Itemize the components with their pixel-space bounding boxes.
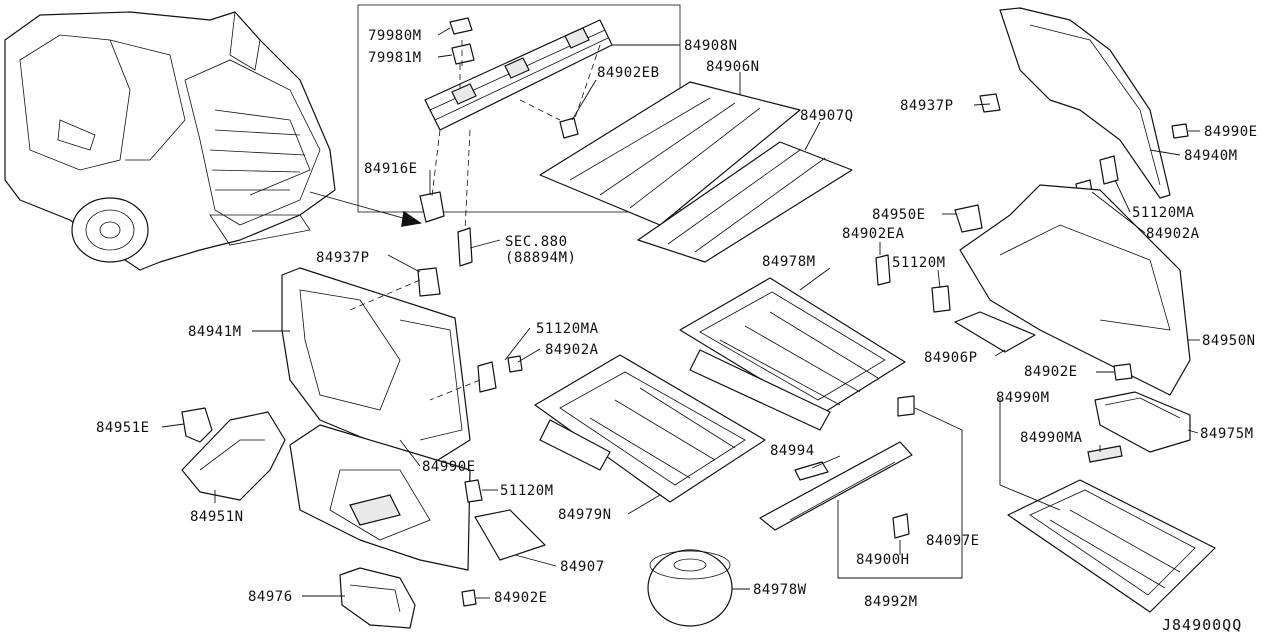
tray-84990m: [1007, 445, 1216, 613]
box-84975m: [1094, 363, 1191, 453]
label-84979n: 84979N: [558, 507, 612, 523]
label-84950e: 84950E: [872, 207, 926, 223]
label-84902e-bottom: 84902E: [494, 590, 548, 606]
label-84937p-left: 84937P: [316, 250, 370, 266]
label-84976: 84976: [248, 589, 293, 605]
floor-boards: [539, 81, 853, 263]
label-84941m: 84941M: [188, 324, 242, 340]
label-84940m: 84940M: [1184, 148, 1238, 164]
label-51120m-mid: 51120M: [500, 483, 554, 499]
label-51120m-right: 51120M: [892, 255, 946, 271]
label-84902a-right: 84902A: [1146, 226, 1200, 242]
label-84990ma: 84990MA: [1020, 430, 1083, 446]
label-84990e-right: 84990E: [1204, 124, 1258, 140]
label-51120ma-right: 51120MA: [1132, 205, 1195, 221]
label-79980m: 79980M: [368, 28, 422, 44]
label-84900h: 84900H: [856, 552, 910, 568]
panel-84906p: [954, 311, 1036, 353]
leader-lines: [161, 27, 1200, 599]
diagram-code: J84900QQ: [1162, 616, 1242, 634]
label-84907q: 84907Q: [800, 108, 854, 124]
storage-box-84976: [339, 567, 477, 629]
label-84902a-mid: 84902A: [545, 342, 599, 358]
label-51120ma-mid: 51120MA: [536, 321, 599, 337]
upper-right-panel: [979, 7, 1189, 199]
label-sec880: SEC.880: [505, 234, 568, 250]
label-79981m: 79981M: [368, 50, 422, 66]
label-84916e: 84916E: [364, 161, 418, 177]
label-84951e: 84951E: [96, 420, 150, 436]
rear-sill: [759, 254, 915, 539]
label-84975m: 84975M: [1200, 426, 1254, 442]
label-84992m: 84992M: [864, 594, 918, 610]
tray-84978m: [679, 277, 906, 431]
tray-84979n: [534, 354, 766, 503]
label-84937p-right: 84937P: [900, 98, 954, 114]
label-84978w: 84978W: [753, 582, 807, 598]
label-84097e: 84097E: [926, 533, 980, 549]
part-labels: 79980M 79981M 84908N 84906N 84902EB 8490…: [96, 28, 1258, 634]
left-side-panel: [281, 267, 523, 466]
label-84908n: 84908N: [684, 38, 738, 54]
label-84978m: 84978M: [762, 254, 816, 270]
label-84902eb: 84902EB: [597, 65, 660, 81]
vehicle-illustration: [4, 11, 336, 271]
label-84907: 84907: [560, 559, 605, 575]
right-side-panel: [931, 184, 1191, 396]
label-84950n: 84950N: [1202, 333, 1256, 349]
panel-84907: [474, 509, 546, 561]
spare-tire: [647, 549, 733, 627]
label-84990m: 84990M: [996, 390, 1050, 406]
label-84902e-right: 84902E: [1024, 364, 1078, 380]
label-84906p: 84906P: [924, 350, 978, 366]
label-84906n: 84906N: [706, 59, 760, 75]
top-centre-assembly: [357, 4, 681, 267]
direction-arrow: [309, 191, 422, 227]
lower-left-trim: [181, 407, 483, 571]
label-84994: 84994: [770, 443, 815, 459]
label-84951n: 84951N: [190, 509, 244, 525]
label-84990e-mid: 84990E: [422, 459, 476, 475]
label-88894m: (88894M): [505, 250, 576, 266]
label-84902ea: 84902EA: [842, 226, 905, 242]
